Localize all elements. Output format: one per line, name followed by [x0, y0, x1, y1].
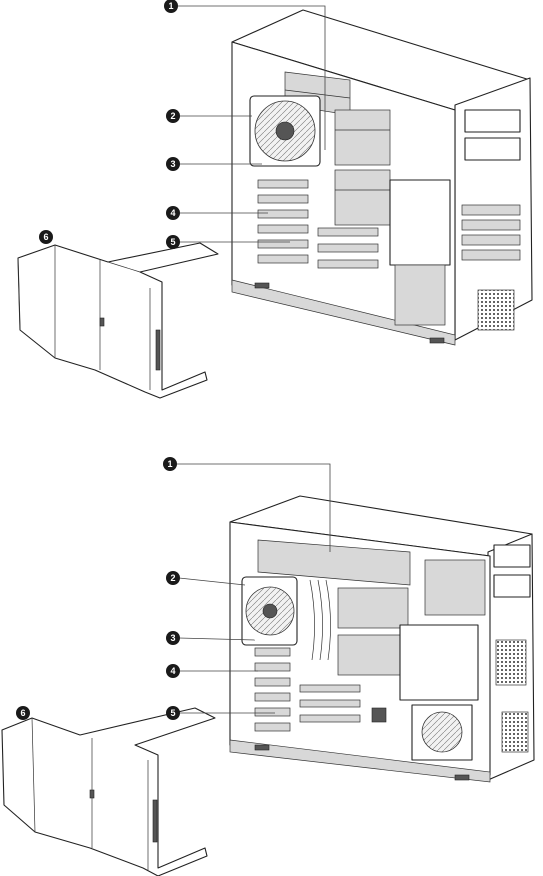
- svg-text:5: 5: [170, 708, 175, 718]
- svg-text:1: 1: [167, 459, 172, 469]
- chassis-bottom: [230, 496, 534, 782]
- air-duct-top: [18, 243, 218, 398]
- svg-text:2: 2: [170, 111, 175, 121]
- svg-text:2: 2: [170, 573, 175, 583]
- callout-bottom-6: 6: [16, 706, 30, 720]
- svg-text:4: 4: [170, 208, 175, 218]
- air-duct-bottom: [2, 708, 215, 876]
- svg-text:5: 5: [170, 237, 175, 247]
- system-fan-bottom: [242, 577, 297, 645]
- top-figure: 1 2 3 4 5: [18, 0, 532, 398]
- svg-text:3: 3: [170, 633, 175, 643]
- svg-text:6: 6: [20, 708, 25, 718]
- svg-text:1: 1: [168, 1, 173, 11]
- system-fan-top: [250, 96, 320, 166]
- svg-text:3: 3: [170, 159, 175, 169]
- bottom-figure: 1 2 3 4 5: [2, 457, 534, 876]
- svg-text:6: 6: [43, 232, 48, 242]
- chassis-top: [232, 10, 532, 345]
- callout-top-6: 6: [39, 230, 53, 244]
- svg-text:4: 4: [170, 666, 175, 676]
